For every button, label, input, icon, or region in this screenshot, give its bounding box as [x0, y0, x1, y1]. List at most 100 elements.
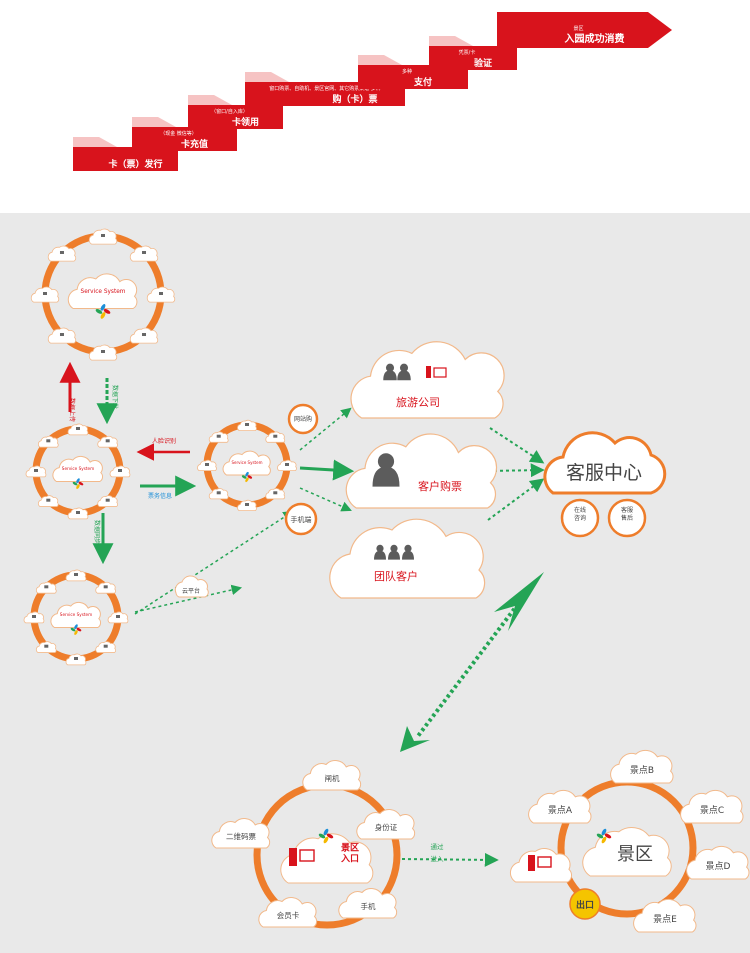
logo-petal	[100, 304, 106, 311]
scenic-spot-cloud	[686, 845, 750, 880]
step-note: （现金 微信等）	[160, 130, 197, 137]
device-icon	[74, 573, 78, 576]
step-note: （窗口/自入库）	[211, 108, 248, 115]
device-icon	[46, 439, 51, 443]
device-icon	[76, 511, 80, 514]
step-note: 景区	[573, 25, 583, 32]
scenic-spot-cloud	[528, 789, 592, 824]
entrance-node-cloud	[258, 897, 318, 928]
customer-cloud: 团队客户	[329, 518, 486, 599]
logo-petal	[76, 627, 82, 632]
step-tab	[132, 117, 176, 127]
system-ring: Service System	[25, 423, 131, 520]
person-body	[374, 550, 386, 560]
logo-petal	[601, 828, 607, 836]
device-icon	[76, 427, 80, 430]
monitor-icon	[433, 367, 447, 378]
customer-cloud: 客户购票	[345, 433, 498, 509]
scenic-spot-label: 景点E	[653, 914, 677, 925]
process-step: 卡领用（窗口/自入库）	[188, 95, 283, 129]
logo-petal	[326, 833, 334, 839]
logo-petal	[100, 312, 106, 319]
logo-petal	[601, 836, 607, 844]
system-ring: Service System	[23, 569, 129, 666]
flow-to-buy-arrow	[299, 459, 355, 481]
flow-label-left: 人脸识别	[152, 437, 176, 445]
person-body	[383, 370, 397, 381]
device-icon	[273, 434, 278, 438]
device-icon	[245, 423, 249, 426]
step-note: 多种	[402, 68, 412, 75]
logo-petal	[323, 836, 329, 844]
device-icon	[105, 498, 110, 502]
monitor-icon	[537, 856, 552, 868]
entrance-center-cloud	[280, 833, 374, 884]
device-icon	[103, 585, 108, 589]
system-label: Service System	[81, 289, 126, 295]
flow-travel-to-service	[489, 427, 545, 464]
step-main: 卡充值	[181, 138, 208, 150]
logo-petal	[70, 627, 76, 632]
flow-label-down: 数据下发	[111, 385, 119, 409]
exit-label: 出口	[576, 899, 594, 911]
step-main: 入园成功消费	[565, 32, 625, 45]
small-circle-bottom: 手机端	[284, 502, 318, 536]
device-icon	[273, 491, 278, 495]
device-icon	[159, 292, 163, 295]
flow-arrows: 通过进入	[59, 361, 545, 867]
step-tab	[429, 36, 473, 46]
logo-petal	[103, 308, 111, 314]
system-label: Service System	[60, 612, 92, 617]
device-icon	[74, 657, 78, 660]
scenic-spot-label: 景点A	[548, 805, 573, 816]
step-note: 凭票/卡	[459, 49, 476, 56]
scenic-spot-label: 景点D	[706, 861, 731, 872]
phone-icon	[426, 366, 431, 378]
center-cloud	[52, 455, 104, 482]
monitor-icon	[299, 849, 315, 862]
person-head	[376, 544, 384, 553]
step-main: 卡（票）发行	[108, 158, 162, 170]
device-icon	[245, 503, 249, 506]
person-body	[388, 550, 400, 560]
logo-petal	[318, 833, 326, 839]
system-ring: Service System	[197, 419, 297, 511]
person-head	[385, 363, 395, 372]
step-band	[429, 46, 517, 70]
scenic-spot-label: 景点C	[700, 805, 724, 816]
arrow-head-top	[494, 572, 544, 631]
logo-petal	[241, 475, 247, 479]
logo-petal	[95, 308, 103, 314]
entrance-node-label: 二维码票	[226, 831, 256, 841]
device-icon	[116, 615, 120, 618]
device-icon	[101, 350, 105, 353]
logo-petal	[323, 828, 329, 836]
customer-cloud: 旅游公司	[350, 341, 505, 419]
logo-petal	[74, 624, 78, 630]
device-icon	[44, 644, 49, 648]
logo-petal	[78, 481, 84, 486]
process-step: 卡（票）发行	[73, 137, 178, 171]
person-body	[372, 466, 400, 487]
exit-badge	[569, 888, 601, 920]
scenic-device-cloud	[509, 847, 573, 883]
flow-label-sync: 数据同步	[93, 520, 101, 544]
flow-label-right: 票务信息	[148, 492, 172, 500]
entrance-node-label: 会员卡	[277, 910, 300, 920]
scenic-spot-label: 景点B	[630, 765, 654, 776]
small-circle-top-label: 网站购	[294, 415, 312, 423]
logo-petal	[72, 481, 78, 486]
service-center-cloud	[543, 431, 667, 495]
customer-cloud-shape	[350, 341, 505, 419]
step-main: 支付	[413, 76, 432, 88]
device-icon	[34, 469, 38, 472]
scenic-spot-cloud	[680, 789, 744, 824]
flow-to-travel-arrow	[299, 407, 352, 451]
flow-entrance-to-scenic	[401, 852, 499, 867]
logo-petal	[74, 630, 78, 635]
